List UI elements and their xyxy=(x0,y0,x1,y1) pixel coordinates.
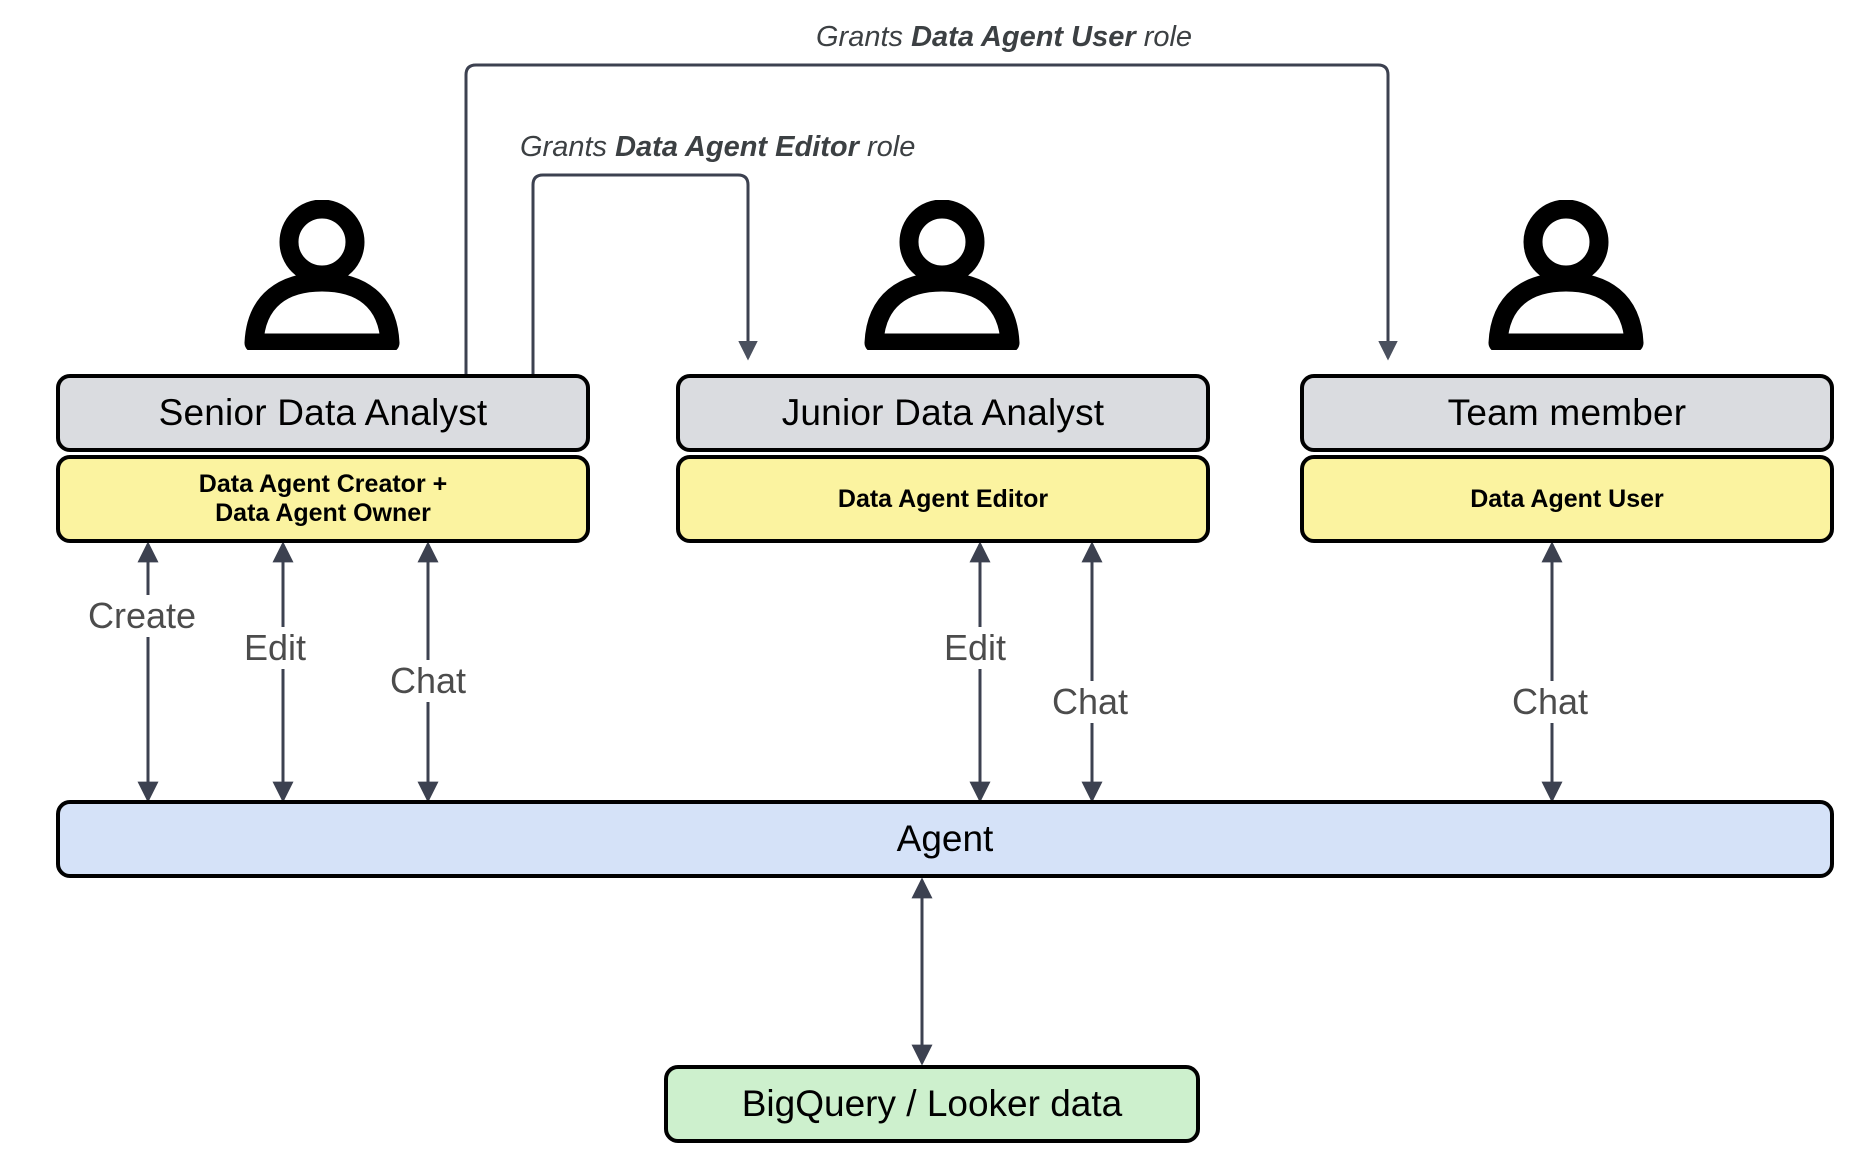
data-source-label: BigQuery / Looker data xyxy=(741,1083,1123,1124)
role-line: Data Agent User xyxy=(1470,484,1664,513)
action-label-edit: Edit xyxy=(240,627,311,669)
grant-suffix: role xyxy=(858,131,916,163)
data-source-box[interactable]: BigQuery / Looker data xyxy=(664,1065,1200,1143)
persona-role-junior-data-analyst[interactable]: Data Agent Editor xyxy=(676,455,1210,543)
persona-title-label: Junior Data Analyst xyxy=(781,392,1105,433)
person-icon xyxy=(864,200,1020,350)
role-line: Data Agent Owner xyxy=(215,499,431,527)
action-label-edit: Edit xyxy=(940,627,1011,669)
person-icon xyxy=(244,200,400,350)
action-label-chat: Chat xyxy=(386,660,471,702)
persona-role-senior-data-analyst[interactable]: Data Agent Creator + Data Agent Owner xyxy=(56,455,590,543)
grant-prefix: Grants xyxy=(816,21,912,53)
role-line: Data Agent Editor xyxy=(837,484,1049,513)
persona-title-label: Team member xyxy=(1447,392,1687,433)
persona-title-senior-data-analyst[interactable]: Senior Data Analyst xyxy=(56,374,590,452)
persona-title-junior-data-analyst[interactable]: Junior Data Analyst xyxy=(676,374,1210,452)
action-label-chat: Chat xyxy=(1508,681,1593,723)
action-label-create: Create xyxy=(84,595,201,637)
agent-bar[interactable]: Agent xyxy=(56,800,1834,878)
connector-grants-data-agent-editor xyxy=(531,173,758,378)
persona-title-team-member[interactable]: Team member xyxy=(1300,374,1834,452)
grant-prefix: Grants xyxy=(520,131,616,163)
persona-title-label: Senior Data Analyst xyxy=(158,392,488,433)
grant-label-data-agent-user: Grants Data Agent User role xyxy=(816,21,1192,54)
grant-role: Data Agent User xyxy=(911,21,1136,53)
role-line: Data Agent Creator + xyxy=(198,470,448,498)
grant-suffix: role xyxy=(1135,21,1193,53)
grant-role: Data Agent Editor xyxy=(615,131,859,163)
persona-role-team-member[interactable]: Data Agent User xyxy=(1300,455,1834,543)
grant-label-data-agent-editor: Grants Data Agent Editor role xyxy=(520,131,915,164)
action-label-chat: Chat xyxy=(1048,681,1133,723)
agent-label: Agent xyxy=(896,818,994,859)
person-icon xyxy=(1488,200,1644,350)
